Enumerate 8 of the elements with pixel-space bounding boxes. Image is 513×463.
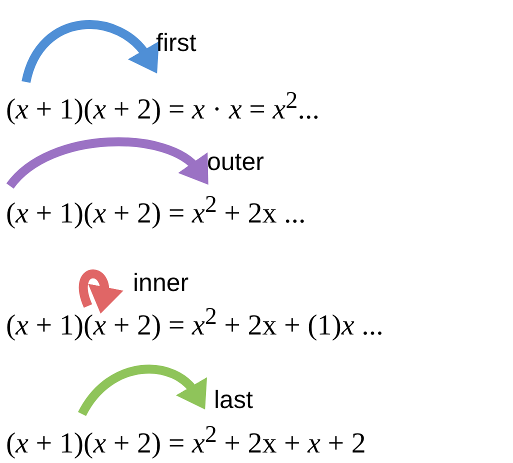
arrow-caption: inner [133,268,189,298]
arrow-caption: first [156,28,196,58]
equation: (x + 1)(x + 2) = x$^{2}$ + 2x ... [6,190,306,231]
equation: (x + 1)(x + 2) = x$^{2}$ + 2x + x + 2 [6,420,366,461]
arrow-caption: outer [207,147,264,177]
equation: (x + 1)(x + 2) = x · x = x$^{2}$... [6,86,320,127]
arrow-caption: last [214,385,253,415]
equation: (x + 1)(x + 2) = x$^{2}$ + 2x + (1)x ... [6,302,384,343]
